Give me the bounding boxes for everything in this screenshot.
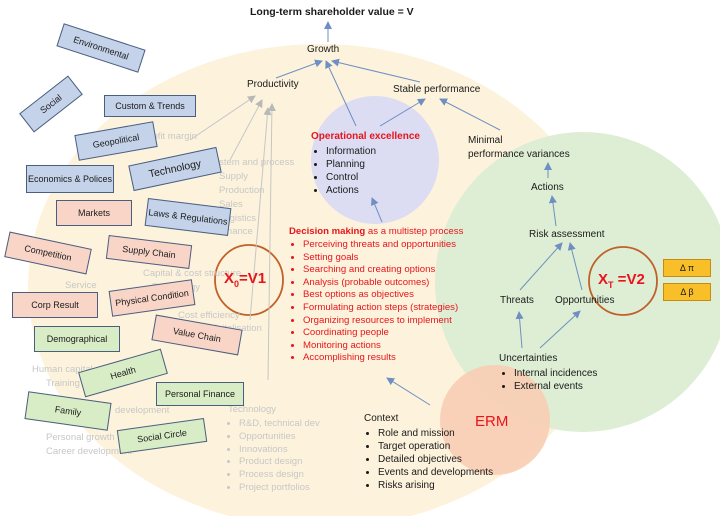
context-item: Role and mission: [378, 427, 493, 440]
faded-tech-item: Product design: [239, 456, 320, 469]
uncertainties-list: Internal incidences External events: [500, 367, 597, 393]
custom-trends-box: Custom & Trends: [104, 95, 196, 117]
x0-ring: [214, 244, 284, 316]
faded-tech-item: Process design: [239, 469, 320, 482]
opex-circle: [311, 96, 439, 224]
shareholder-value-title: Long-term shareholder value = V: [250, 6, 414, 18]
faded-career-development: Career development: [46, 446, 133, 457]
faded-tech-item: Innovations: [239, 444, 320, 457]
context-item: Risks arising: [378, 479, 493, 492]
opportunities-label: Opportunities: [555, 295, 615, 306]
x0-sub: 0: [234, 279, 240, 289]
arrow-productivity-growth: [275, 59, 323, 79]
decision-step: Organizing resources to implement: [303, 315, 458, 328]
x0-rest: =V1: [239, 270, 267, 287]
faded-development: development: [115, 405, 170, 416]
decision-step: Coordinating people: [303, 327, 458, 340]
erm-label: ERM: [475, 413, 509, 430]
arrow-decision-opex: [371, 197, 383, 223]
decision-step: Best options as objectives: [303, 289, 458, 302]
decision-making-bold: Decision making: [289, 226, 366, 237]
markets-box: Markets: [56, 200, 132, 226]
faded-supply: Supply: [219, 171, 249, 182]
opex-item: Planning: [326, 158, 376, 171]
uncertainty-item: External events: [514, 380, 597, 393]
right-risk-circle: [435, 132, 720, 432]
threats-label: Threats: [500, 295, 534, 306]
context-item: Events and developments: [378, 466, 493, 479]
xt-ring: [588, 246, 658, 316]
context-list: Role and mission Target operation Detail…: [364, 427, 493, 492]
productivity-label: Productivity: [247, 79, 299, 90]
decision-step: Setting goals: [303, 252, 458, 265]
context-title: Context: [364, 413, 399, 424]
faded-tech-item: Opportunities: [239, 431, 320, 444]
arrow-unc-opportunities: [539, 310, 581, 349]
faded-tech-item: R&D, technical dev: [239, 418, 320, 431]
uncertainties-title: Uncertainties: [499, 353, 558, 364]
growth-label: Growth: [307, 44, 340, 55]
faded-production: Production: [219, 185, 265, 196]
arrow-opex-stable: [379, 98, 426, 127]
risk-assessment-label: Risk assessment: [529, 229, 605, 240]
faded-personal-growth: Personal growth: [46, 432, 115, 443]
faded-tech-list: R&D, technical dev Opportunities Innovat…: [225, 418, 320, 495]
erm-circle: [440, 365, 550, 475]
delta-pi-box: Δ π: [663, 259, 711, 277]
decision-step: Analysis (probable outcomes): [303, 277, 458, 290]
opex-title: Operational excellence: [311, 131, 420, 142]
faded-logistics: Logistics: [219, 213, 256, 224]
personal-finance-box: Personal Finance: [156, 382, 244, 406]
context-item: Target operation: [378, 440, 493, 453]
faded-human-capital: Human capital: [32, 364, 93, 375]
minimal-variances-line1: Minimal: [468, 135, 503, 146]
faded-training: Training: [46, 378, 80, 389]
decision-making-rest: as a multistep process: [365, 226, 464, 237]
opex-item: Actions: [326, 184, 376, 197]
decision-step: Accomplishing results: [303, 352, 458, 365]
faded-capital: Capital & cost structure: [143, 268, 242, 279]
faded-cost-efficiency: Cost efficiency: [178, 310, 240, 321]
x0-base: X: [224, 270, 235, 287]
faded-sales: Sales: [219, 199, 243, 210]
faded-profit-margin: Profit margin: [143, 131, 197, 142]
arrow-threats-risk: [519, 242, 563, 291]
faded-system-process: System and process: [208, 157, 295, 168]
x0-label: X0=V1: [224, 270, 266, 289]
faded-tech-title: Technology: [228, 404, 277, 415]
decision-steps-list: Perceiving threats and opportunities Set…: [289, 239, 458, 365]
xt-label: XT =V2: [598, 271, 645, 290]
xt-base: X: [598, 271, 609, 288]
uncertainty-item: Internal incidences: [514, 367, 597, 380]
arrow-opex-growth: [325, 60, 357, 127]
faded-finance: Finance: [219, 226, 253, 237]
arrow-stable-growth: [331, 58, 421, 83]
xt-rest: =V2: [613, 271, 645, 288]
stable-performance-label: Stable performance: [393, 84, 481, 95]
corp-result-box: Corp Result: [12, 292, 98, 318]
arrow-context-decision: [386, 377, 431, 406]
decision-step: Perceiving threats and opportunities: [303, 239, 458, 252]
opex-item: Information: [326, 145, 376, 158]
decision-making-title: Decision making as a multistep process: [289, 226, 463, 238]
minimal-variances-line2: performance variances: [468, 149, 570, 160]
arrow-opportunities-risk: [567, 242, 583, 291]
context-item: Detailed objectives: [378, 453, 493, 466]
arrow-minimal-stable: [439, 98, 501, 131]
faded-service: Service: [65, 280, 97, 291]
arrow-risk-actions: [548, 195, 557, 227]
decision-step: Monitoring actions: [303, 340, 458, 353]
economics-box: Economics & Polices: [26, 165, 114, 193]
opex-list: Information Planning Control Actions: [312, 145, 376, 197]
xt-sub: T: [608, 280, 614, 290]
opex-item: Control: [326, 171, 376, 184]
faded-tech-item: Project portfolios: [239, 482, 320, 495]
decision-step: Searching and creating options: [303, 264, 458, 277]
demographical-box: Demographical: [34, 326, 120, 352]
arrow-unc-threats: [515, 311, 524, 349]
decision-step: Formulating action steps (strategies): [303, 302, 458, 315]
delta-beta-box: Δ β: [663, 283, 711, 301]
actions-label: Actions: [531, 182, 564, 193]
